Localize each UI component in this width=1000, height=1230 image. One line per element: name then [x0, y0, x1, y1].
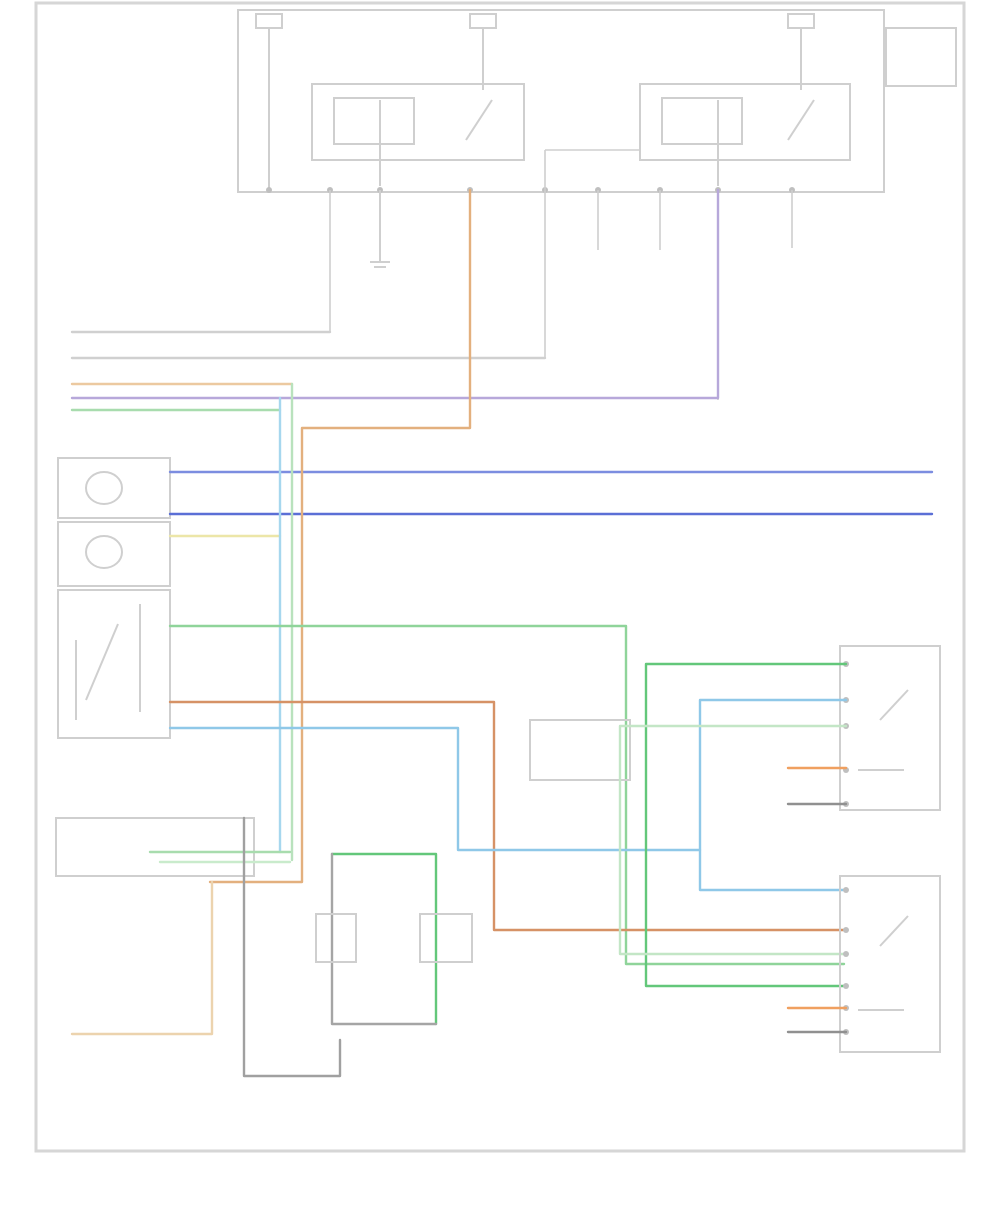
center-module-outline: [529, 719, 631, 781]
fuse-3: [787, 13, 815, 29]
left-unit-1: [57, 457, 171, 519]
right-switch-upper: [839, 645, 941, 811]
fuse-1: [255, 13, 283, 29]
relay-right: [639, 83, 851, 161]
wire-light-blue-long: [168, 726, 702, 852]
wire-tan-lower: [70, 880, 214, 1036]
right-switch-lower-contact: [879, 915, 909, 947]
relay-right-coil: [661, 97, 743, 145]
wire-tan-trunk: [208, 188, 472, 884]
left-unit-3-switch: [85, 623, 119, 701]
relay-right-switch: [787, 99, 815, 141]
center-lower-module: [315, 852, 473, 1026]
wire-dark-gray-lower: [242, 816, 342, 1078]
ground-symbol: [370, 190, 390, 268]
block-label-box: [885, 27, 957, 87]
center-module-label-area: [529, 719, 631, 781]
fuse-block-drops: [329, 149, 793, 400]
center-lower-label-left: [315, 913, 357, 963]
right-switch-upper-contact: [879, 689, 909, 721]
fuse-block-outline: [237, 9, 885, 193]
lower-left-module-body: [55, 817, 255, 877]
left-unit-1-motor: [85, 471, 123, 505]
wire-light-blue-upper: [698, 698, 848, 892]
relay-left-switch: [465, 99, 493, 141]
diagram-frame: [34, 1, 966, 1153]
left-unit-2: [57, 521, 171, 587]
left-component-stack: [57, 457, 171, 739]
left-unit-3: [57, 589, 171, 739]
right-switch-lower: [839, 875, 941, 1053]
relay-left-coil: [333, 97, 415, 145]
wire-green-long: [168, 624, 846, 966]
wire-light-green-upper: [618, 724, 848, 956]
wire-orange-long: [168, 700, 846, 932]
left-unit-2-motor: [85, 535, 123, 569]
fuse-relay-block: [237, 9, 957, 193]
wire-green-upper: [644, 662, 848, 988]
lower-left-module: [55, 817, 255, 877]
relay-left: [311, 83, 525, 161]
wire-purple-top: [70, 188, 720, 400]
right-switch-lower-body: [839, 875, 941, 1053]
center-lower-label-right: [419, 913, 473, 963]
right-switch-upper-body: [839, 645, 941, 811]
center-lower-module-gray: [330, 852, 438, 1026]
fuse-2: [469, 13, 497, 29]
center-lower-module-green: [330, 852, 438, 1026]
